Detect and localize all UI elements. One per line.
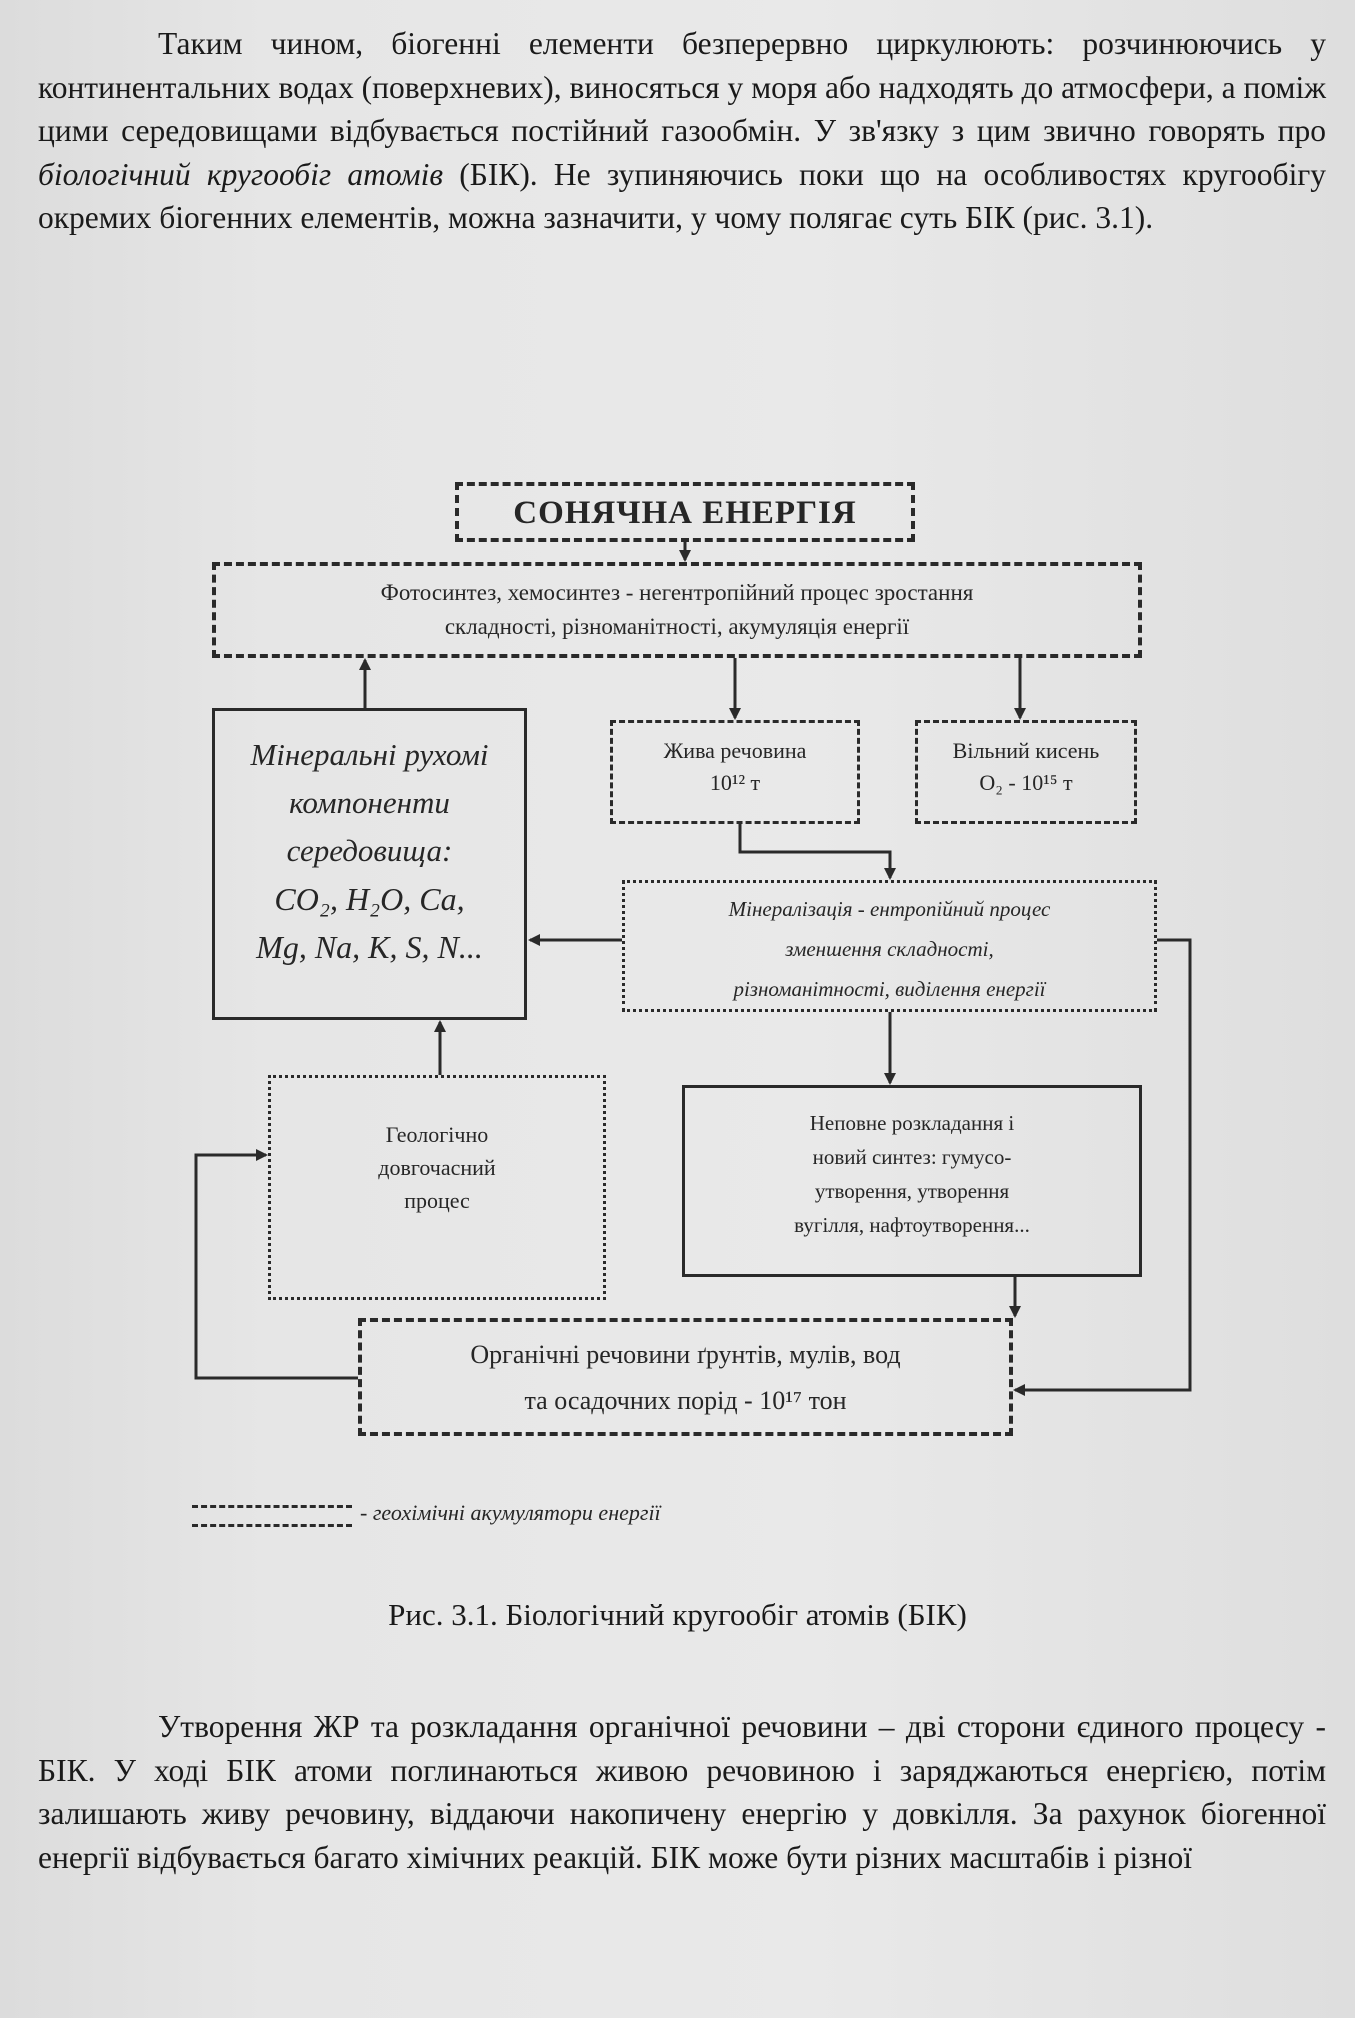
living-matter-mass: 10¹² т [709, 770, 761, 795]
mineralization-line-3: різноманітності, виділення енергії [733, 977, 1046, 1001]
paragraph-intro-part2: (БІК). Не зупиняючись поки що на особлив… [38, 156, 1327, 236]
photosynthesis-line-2: складності, різноманітності, акумуляція … [444, 614, 910, 639]
free-oxygen-box: Вільний кисень O₂ - 10¹⁵ т [915, 720, 1137, 824]
geological-line-3: процес [404, 1188, 470, 1213]
organic-line-1: Органічні речовини ґрунтів, мулів, вод [470, 1340, 901, 1369]
mineral-components-box: Мінеральні рухомі компоненти середовища:… [212, 708, 527, 1020]
geological-process-box: Геологічно довгочасний процес [268, 1075, 606, 1300]
photosynthesis-box: Фотосинтез, хемосинтез - негентропійний … [212, 562, 1142, 658]
arrow-living-to-mineralization [738, 824, 896, 880]
living-matter-label: Жива речовина [663, 738, 807, 763]
solar-energy-box: СОНЯЧНА ЕНЕРГІЯ [455, 482, 915, 542]
geological-line-2: довгочасний [378, 1155, 496, 1180]
term-bik: біологічний кругообіг атомів [38, 156, 443, 192]
mineral-line-3: середовища: [286, 833, 453, 868]
mineralization-line-2: зменшення складності, [785, 937, 994, 961]
mineralization-box: Мінералізація - ентропійний процес зменш… [622, 880, 1157, 1012]
photosynthesis-line-1: Фотосинтез, хемосинтез - негентропійний … [380, 580, 974, 605]
humus-line-2: новий синтез: гумусо- [812, 1145, 1012, 1169]
paragraph-intro: Таким чином, біогенні елементи безперерв… [38, 22, 1326, 240]
organic-matter-box: Органічні речовини ґрунтів, мулів, вод т… [358, 1318, 1013, 1436]
humus-line-1: Неповне розкладання і [809, 1111, 1015, 1135]
mineral-line-4: CO₂, H₂O, Ca, [274, 881, 465, 917]
mineral-line-1: Мінеральні рухомі [250, 737, 489, 772]
humus-line-3: утворення, утворення [814, 1179, 1010, 1203]
mineral-line-2: компоненти [289, 785, 450, 820]
free-oxygen-label: Вільний кисень [952, 738, 1100, 763]
figure-caption: Рис. 3.1. Біологічний кругообіг атомів (… [388, 1597, 967, 1632]
geological-line-1: Геологічно [385, 1122, 489, 1147]
solar-energy-title: СОНЯЧНА ЕНЕРГІЯ [513, 495, 857, 531]
organic-line-2: та осадочних порід - 10¹⁷ тон [524, 1386, 847, 1415]
paragraph-intro-part1: Таким чином, біогенні елементи безперерв… [38, 26, 1326, 148]
arrow-mineralization-to-organic [1013, 938, 1192, 1396]
paragraph-bik-text: Утворення ЖР та розкладання органічної р… [38, 1709, 1326, 1875]
mineral-line-5: Mg, Na, K, S, N... [256, 929, 483, 965]
mineralization-line-1: Мінералізація - ентропійний процес [728, 897, 1051, 921]
legend-text: - геохімічні акумулятори енергії [360, 1500, 661, 1525]
paragraph-bik: Утворення ЖР та розкладання органічної р… [38, 1705, 1326, 1879]
free-oxygen-mass: O₂ - 10¹⁵ т [979, 770, 1073, 795]
legend-swatch [192, 1505, 352, 1527]
humus-line-4: вугілля, нафтоутворення... [794, 1213, 1030, 1237]
arrow-organic-to-geo [194, 1149, 358, 1380]
living-matter-box: Жива речовина 10¹² т [610, 720, 860, 824]
humus-formation-box: Неповне розкладання і новий синтез: гуму… [682, 1085, 1142, 1277]
